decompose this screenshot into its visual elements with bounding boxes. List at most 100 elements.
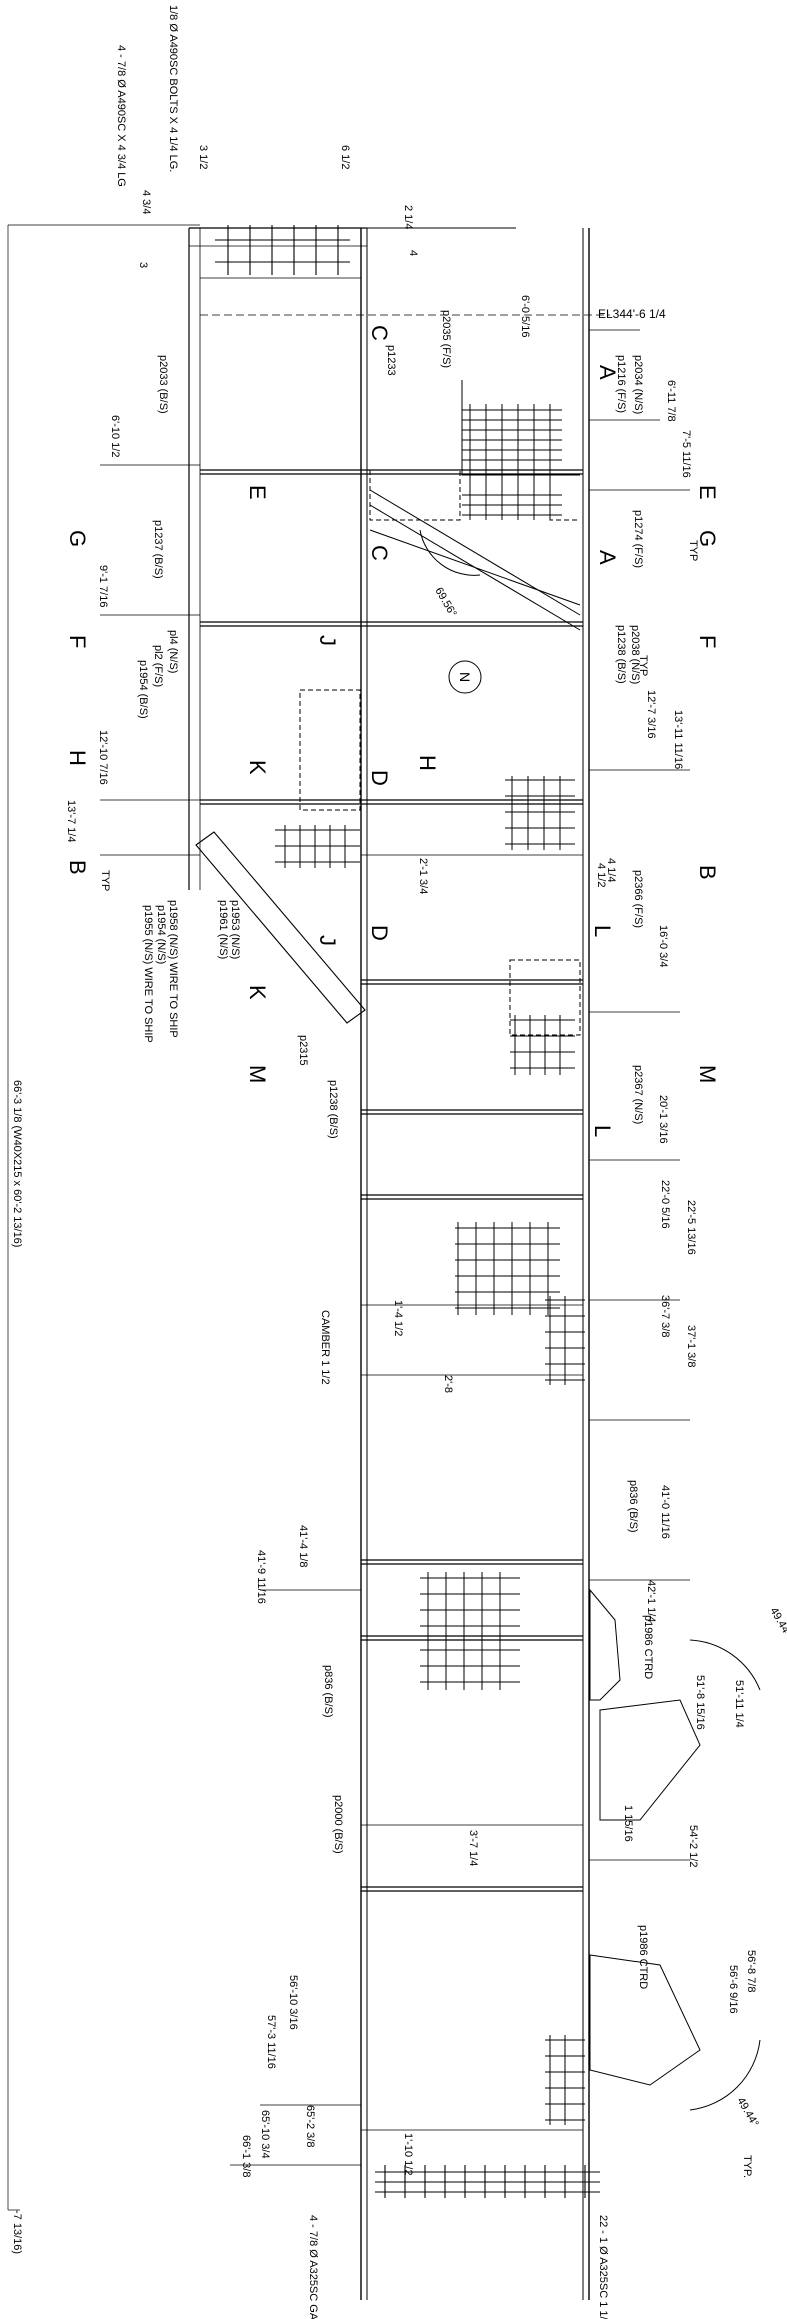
dim-56-8-7-8: 56'-8 7/8 bbox=[745, 1950, 757, 1992]
elevation-label: EL344'-6 1/4 bbox=[598, 307, 666, 321]
dim-57-3-11-16: 57'-3 11/16 bbox=[265, 2015, 277, 2069]
bolt-note-bottom-2: 22 - 1 Ø A325SC 1 1/16 Ø H.S. bbox=[597, 2215, 609, 2319]
spacing-3: 3 bbox=[137, 262, 149, 268]
dim-41-4-1-8: 41'-4 1/8 bbox=[297, 1525, 309, 1567]
dim-66-1-3-8: 66'-1 3/8 bbox=[240, 2135, 252, 2177]
section-mark-d-2: D bbox=[367, 925, 392, 941]
piece-mark-p1237: p1237 (B/S) bbox=[152, 520, 164, 579]
dim-16-0-3-4: 16'-0 3/4 bbox=[657, 925, 669, 967]
angle-arcs bbox=[419, 529, 761, 2111]
piece-mark-p2367: p2367 (N/S) bbox=[632, 1065, 644, 1124]
spacing-4-1-2: 4 1/2 bbox=[595, 863, 607, 887]
dim-37-1-3-8: 37'-1 3/8 bbox=[685, 1325, 697, 1367]
piece-mark-p1986-a: p1986 CTRD bbox=[642, 1615, 654, 1679]
dim-41-9-11-16: 41'-9 11/16 bbox=[255, 1550, 267, 1604]
piece-mark-p1954-b: p1954 (N/S) bbox=[155, 905, 167, 964]
piece-mark-p1238-a: p1238 (B/S) bbox=[615, 625, 627, 684]
spacing-2-1-4: 2 1/4 bbox=[402, 205, 414, 229]
spacing-1-4-1-2: 1'-4 1/2 bbox=[392, 1300, 404, 1336]
section-mark-b-1: B bbox=[65, 860, 90, 875]
diagonal-brace-lower bbox=[195, 831, 366, 1024]
piece-mark-p2035: p2035 (F/S) bbox=[440, 310, 452, 368]
section-mark-a-2: A bbox=[595, 550, 620, 565]
section-mark-h-1: H bbox=[65, 750, 90, 766]
grid-mark: N bbox=[457, 672, 473, 682]
section-mark-l-1: L bbox=[590, 925, 615, 937]
main-beam bbox=[188, 227, 590, 2300]
section-mark-b-2: B bbox=[695, 865, 720, 880]
piece-mark-p1961: p1961 (N/S) bbox=[217, 900, 229, 959]
section-mark-f-2: F bbox=[695, 635, 720, 648]
piece-mark-p1274: p1274 (F/S) bbox=[632, 510, 644, 568]
dim-36-7-3-8: 36'-7 3/8 bbox=[659, 1295, 671, 1337]
dim-22-5-13-16: 22'-5 13/16 bbox=[685, 1200, 697, 1255]
section-mark-j-1: J bbox=[315, 635, 340, 646]
section-mark-j-2: J bbox=[315, 935, 340, 946]
dim-6-10-1-2: 6'-10 1/2 bbox=[109, 415, 121, 457]
weld-typ-2: TYP bbox=[637, 655, 649, 676]
bolt-note-bottom-1: 4 - 7/8 Ø A325SC GA 7 1/2 bbox=[307, 2215, 319, 2319]
section-mark-c-2: C bbox=[367, 545, 392, 561]
dim-12-7-3-16: 12'-7 3/16 bbox=[645, 690, 657, 739]
spacing-1-10-1-2: 1'-10 1/2 bbox=[402, 2133, 414, 2175]
spacing-4-3-4: 4 3/4 bbox=[140, 190, 152, 214]
section-mark-k-1: K bbox=[245, 760, 270, 775]
weld-typ-1: TYP bbox=[687, 540, 699, 561]
angle-label-2: 49.44 bbox=[767, 1606, 787, 1636]
piece-mark-p2366: p2366 (F/S) bbox=[632, 870, 644, 928]
dimension-lines bbox=[7, 224, 690, 2211]
bolt-note-top-1: 1/8 Ø A490SC BOLTS X 4 1/4 LG. bbox=[167, 5, 179, 172]
piece-mark-p2315: p2315 bbox=[297, 1035, 309, 1066]
camber-note: CAMBER 1 1/2 bbox=[319, 1310, 331, 1385]
angle-label-3: 49.44° bbox=[734, 2096, 760, 2130]
diagonal-brace-upper bbox=[369, 380, 581, 631]
spacing-3-7-1-4: 3'-7 1/4 bbox=[467, 1830, 479, 1866]
section-mark-m-1: M bbox=[245, 1065, 270, 1083]
dim-65-10-3-4: 65'-10 3/4 bbox=[259, 2110, 271, 2159]
dimension-labels: 6'-0 5/16 6'-11 7/8 7'-5 11/16 6'-10 1/2… bbox=[65, 295, 757, 2177]
gusset-plates bbox=[299, 689, 701, 2086]
piece-mark-p1955: p1955 (N/S) WIRE TO SHIP bbox=[142, 905, 154, 1043]
bolt-group-3 bbox=[275, 825, 360, 868]
dim-56-6-9-16: 56'-6 9/16 bbox=[727, 1965, 739, 2014]
dim-51-8-15-16: 51'-8 15/16 bbox=[694, 1675, 706, 1730]
section-mark-a-1: A bbox=[595, 365, 620, 380]
dim-7-5-11-16: 7'-5 11/16 bbox=[680, 430, 692, 478]
bolt-group-7 bbox=[420, 1572, 520, 1690]
section-mark-e-2: E bbox=[695, 485, 720, 500]
section-mark-g-1: G bbox=[65, 530, 90, 547]
weld-typ-4: TYP. bbox=[741, 2155, 753, 2178]
section-marks: A A B B C C D D E E F F G G H H J J K K … bbox=[65, 325, 720, 1137]
dim-6-0-5-16: 6'-0 5/16 bbox=[519, 295, 531, 337]
piece-mark-p1986-b: p1986 CTRD bbox=[637, 1925, 649, 1989]
dim-54-2-1-2: 54'-2 1/2 bbox=[687, 1825, 699, 1867]
dim-6-11-7-8: 6'-11 7/8 bbox=[665, 380, 677, 422]
stiffener-plates bbox=[200, 469, 583, 1892]
bolt-group-6 bbox=[545, 1296, 585, 1385]
weld-typ-3: TYP bbox=[99, 870, 111, 891]
bolt-group-5 bbox=[455, 1222, 560, 1315]
section-mark-l-2: L bbox=[590, 1125, 615, 1137]
piece-mark-p2000: p2000 (B/S) bbox=[332, 1795, 344, 1854]
dim-42-1-1-4: 42'-1 1/4 bbox=[645, 1580, 657, 1622]
dim-41-0-11-16: 41'-0 11/16 bbox=[659, 1485, 671, 1539]
section-mark-d-1: D bbox=[367, 770, 392, 786]
piece-mark-pl4: pl4 (N/S) bbox=[167, 630, 179, 673]
section-mark-k-2: K bbox=[245, 985, 270, 1000]
dim-12-10-7-16: 12'-10 7/16 bbox=[97, 730, 109, 785]
section-mark-m-2: M bbox=[695, 1065, 720, 1083]
piece-mark-p1953: p1953 (N/S) bbox=[229, 900, 241, 959]
grid-bubble-n: N bbox=[448, 660, 482, 694]
dim-51-11-1-4: 51'-11 1/4 bbox=[733, 1680, 745, 1728]
dim-65-2-3-8: 65'-2 3/8 bbox=[304, 2105, 316, 2147]
piece-mark-labels: p2035 (F/S) p2034 (N/S) p1216 (F/S) p123… bbox=[137, 310, 654, 1989]
bolt-group-bottom bbox=[375, 2165, 600, 2198]
dim-56-10-3-16: 56'-10 3/16 bbox=[287, 1975, 299, 2030]
piece-mark-p1238-b: p1238 (B/S) bbox=[327, 1080, 339, 1139]
piece-mark-pl2: pl2 (F/S) bbox=[152, 645, 164, 687]
section-mark-e-1: E bbox=[245, 485, 270, 500]
dim-13-11-11-16: 13'-11 11/16 bbox=[672, 710, 684, 769]
piece-mark-p836-a: p836 (B/S) bbox=[627, 1480, 639, 1533]
spacing-4-1-4: 4 1/4 bbox=[605, 858, 617, 882]
